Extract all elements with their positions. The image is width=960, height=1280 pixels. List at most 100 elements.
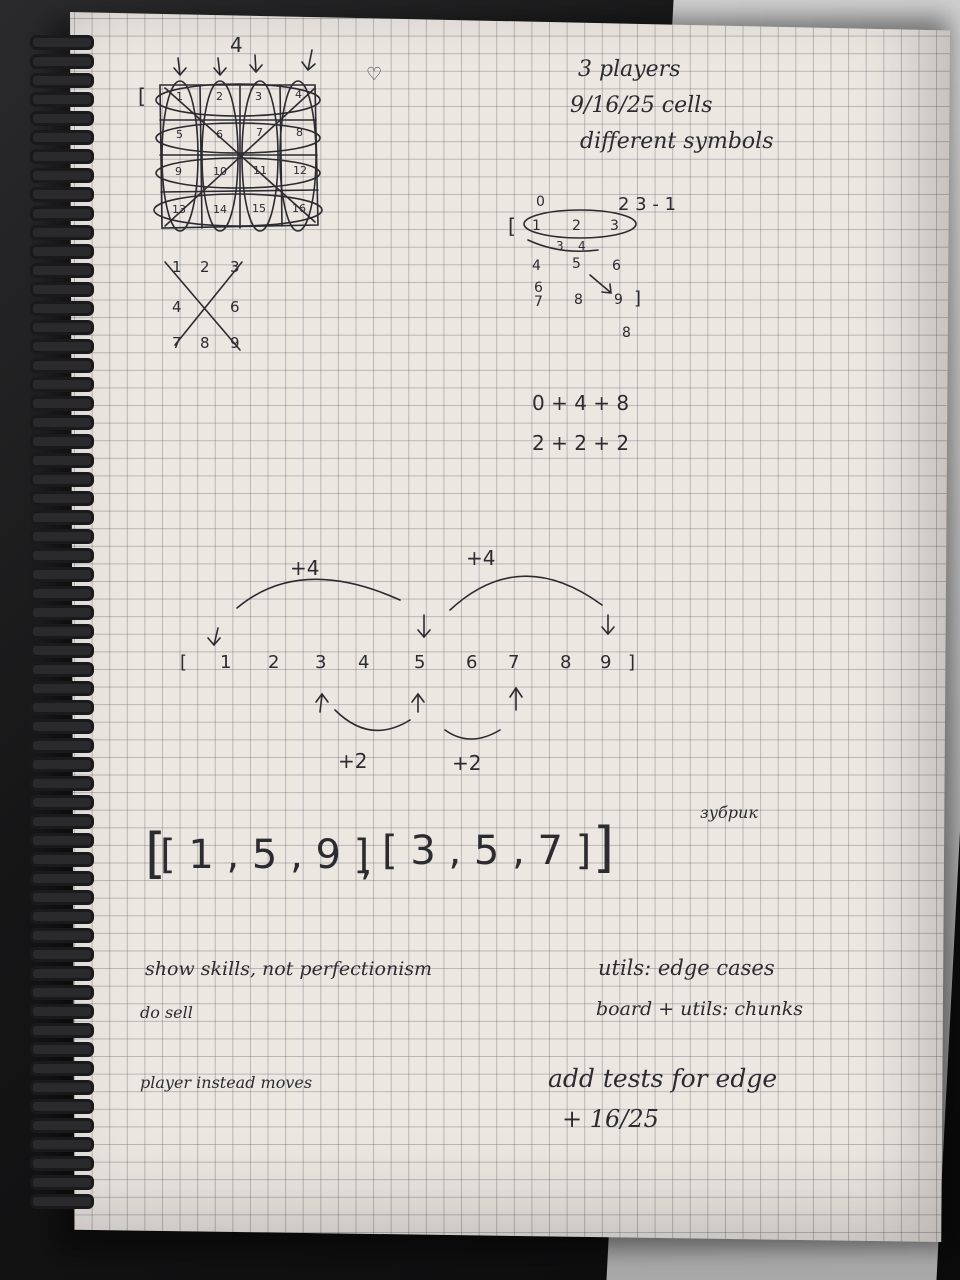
note-add-tests: add tests for edge	[548, 1064, 777, 1093]
spiral-coil	[30, 1061, 94, 1076]
array-item: 9	[600, 652, 611, 673]
note-show-skills: show skills, not perfectionism	[145, 958, 432, 980]
note-cells: 9/16/25 cells	[570, 93, 713, 118]
notes-top-right: 3 players 9/16/25 cells different symbol…	[570, 57, 774, 154]
array-item: 5	[414, 652, 425, 673]
equations: 0 + 4 + 8 2 + 2 + 2	[532, 391, 629, 455]
spiral-coil	[30, 1194, 94, 1209]
result-arrays: [ [ 1 , 5 , 9 ] , [ 3 , 5 , 7 ] ]	[145, 816, 614, 885]
spiral-coil	[30, 1023, 94, 1038]
diagram-cell: 9	[614, 292, 623, 308]
spiral-coil	[30, 852, 94, 867]
spiral-coil	[30, 985, 94, 1000]
spiral-coil	[30, 282, 94, 297]
grid3-cell: 3	[230, 258, 240, 276]
diagram-cell: 2	[572, 218, 581, 234]
diagram-cell: 4	[578, 239, 586, 253]
spiral-coil	[30, 54, 94, 69]
grid4-cell: 10	[213, 165, 227, 178]
spiral-coil	[30, 453, 94, 468]
grid4-cell: 8	[296, 126, 303, 139]
array-close-bracket: ]	[628, 652, 635, 673]
spiral-coil	[30, 491, 94, 506]
grid4-cell: 12	[293, 164, 307, 177]
spiral-coil	[30, 1118, 94, 1133]
spiral-coil	[30, 35, 94, 50]
diagram-cell: 1	[532, 218, 541, 234]
outer-bracket-close: ]	[593, 816, 614, 879]
spiral-coil	[30, 757, 94, 772]
grid4-cell: 5	[176, 128, 183, 141]
spiral-coil	[30, 1175, 94, 1190]
spiral-coil	[30, 396, 94, 411]
grid3-cell: 6	[230, 298, 240, 316]
spiral-coil	[30, 244, 94, 259]
note-symbols: different symbols	[580, 129, 774, 154]
grid4-cell: 3	[255, 90, 262, 103]
index-diagram: 0 2 3 - 1 [ 1 2 3 3 4 4 5 6 6 7 8 9 ] 8	[508, 194, 676, 341]
note-board-utils: board + utils: chunks	[596, 998, 803, 1020]
spiral-coil	[30, 966, 94, 981]
diagram-bracket-open: [	[508, 214, 516, 238]
array-item: 2	[268, 652, 279, 673]
spiral-coil	[30, 814, 94, 829]
grid3-cell: 8	[200, 334, 210, 352]
spiral-coil	[30, 225, 94, 240]
spiral-coil	[30, 320, 94, 335]
spiral-coil	[30, 1156, 94, 1171]
array-item: 7	[508, 652, 519, 673]
grid4-cell: 16	[292, 202, 306, 215]
grid4-top-label: 4	[230, 33, 243, 57]
note-utils-edge: utils: edge cases	[598, 956, 775, 980]
spiral-coil	[30, 73, 94, 88]
spiral-coil	[30, 149, 94, 164]
array-item: 8	[560, 652, 571, 673]
array-item: 1	[220, 652, 231, 673]
grid4-cell: 9	[175, 165, 182, 178]
result-separator: ,	[360, 839, 373, 885]
spiral-coil	[30, 434, 94, 449]
array-item: 3	[315, 652, 326, 673]
spiral-coil	[30, 187, 94, 202]
diagram-top-index: 0	[536, 194, 545, 210]
label-plus2-left: +2	[338, 749, 367, 773]
diagram-cell: 4	[532, 258, 541, 274]
spiral-coil	[30, 909, 94, 924]
spiral-coil	[30, 339, 94, 354]
spiral-binding	[30, 35, 100, 1215]
spiral-coil	[30, 700, 94, 715]
spiral-coil	[30, 111, 94, 126]
spiral-coil	[30, 928, 94, 943]
grid3-cell: 1	[172, 258, 182, 276]
grid4-cell: 15	[252, 202, 266, 215]
grid4-bracket: [	[138, 84, 146, 108]
spiral-coil	[30, 795, 94, 810]
diagram-cell: 3	[556, 239, 564, 253]
grid-paper-page	[70, 12, 950, 1242]
spiral-coil	[30, 206, 94, 221]
spiral-coil	[30, 586, 94, 601]
cyrillic-note: зубрик	[700, 803, 758, 822]
spiral-coil	[30, 871, 94, 886]
outer-bracket-open: [	[145, 822, 166, 885]
spiral-coil	[30, 681, 94, 696]
grid3-cell: 4	[172, 298, 182, 316]
spiral-coil	[30, 662, 94, 677]
diagram-cell: 7	[534, 294, 543, 310]
diagram-bracket-close: ]	[634, 288, 641, 309]
grid-4x4-sketch: 4 [ 1 2 3 4 5 6 7 8 9 10	[138, 33, 323, 232]
diagram-cell: 8	[574, 292, 583, 308]
diagram-bottom-index: 8	[622, 325, 631, 341]
spiral-coil	[30, 605, 94, 620]
array-item: 6	[466, 652, 477, 673]
grid4-cell: 11	[253, 164, 267, 177]
spiral-coil	[30, 548, 94, 563]
grid4-cell: 6	[216, 128, 223, 141]
spiral-coil	[30, 415, 94, 430]
diagram-formula: 2 3 - 1	[618, 194, 676, 215]
label-plus4-left: +4	[290, 556, 319, 580]
grid4-cell: 1	[176, 90, 183, 103]
spiral-coil	[30, 776, 94, 791]
spiral-coil	[30, 263, 94, 278]
grid4-cell: 14	[213, 203, 227, 216]
